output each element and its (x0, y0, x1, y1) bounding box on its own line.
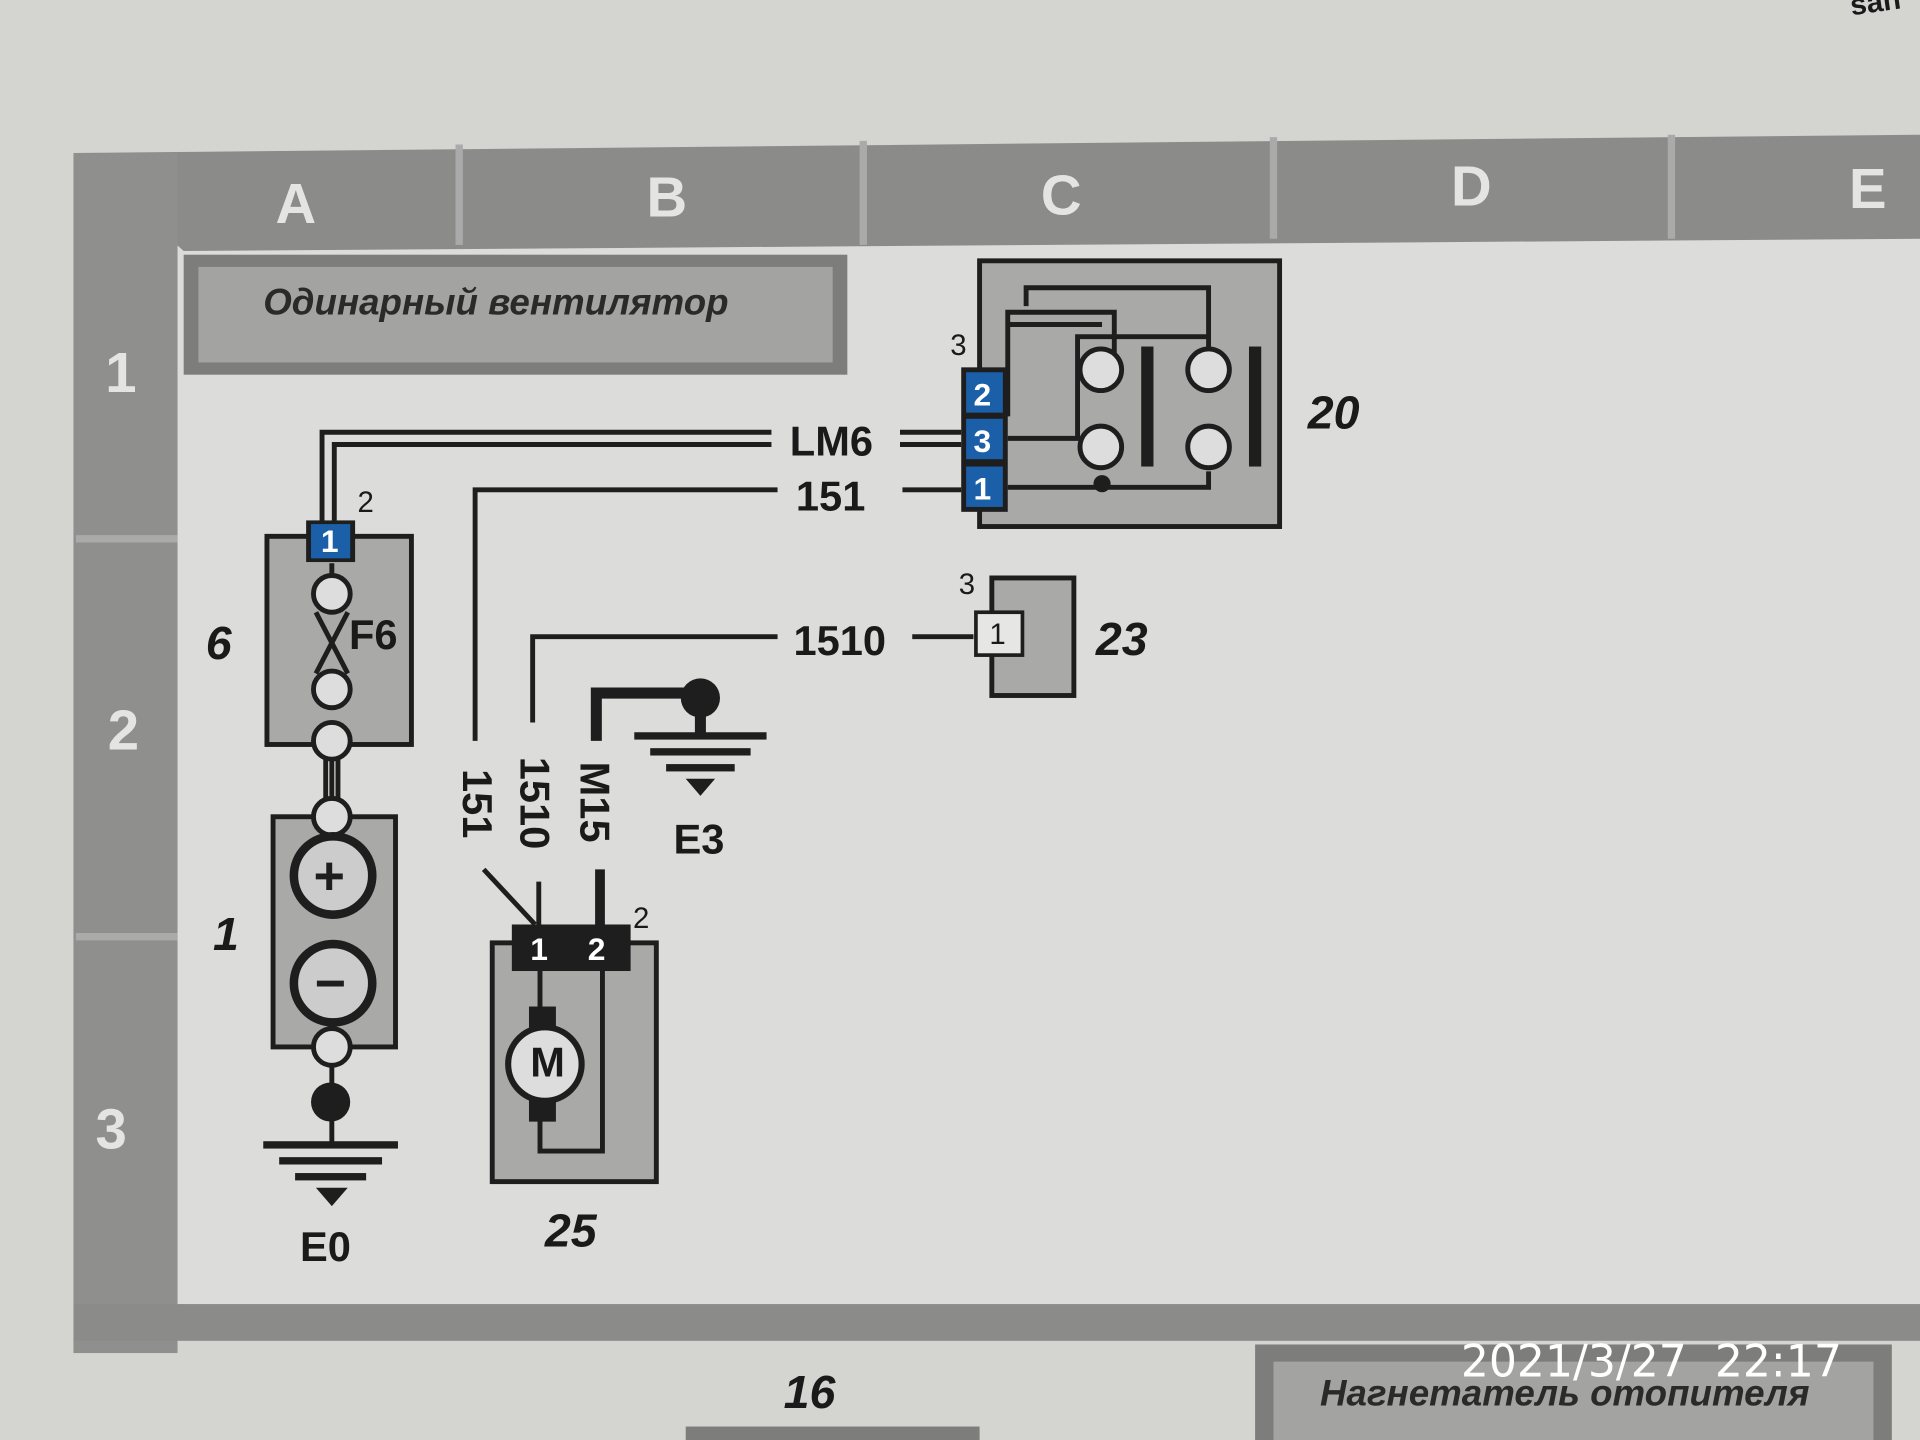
row-label-1: 1 (105, 341, 136, 404)
page-corner-text: san (1848, 0, 1903, 22)
column-label-d: D (1451, 155, 1492, 218)
frame-top (73, 134, 1920, 252)
sensor-connector-label: 3 (959, 568, 975, 601)
wire-label-151: 151 (796, 473, 865, 520)
photo-timestamp: 2021/3/27 22:17 (1461, 1336, 1842, 1387)
relay-pin-1: 1 (973, 471, 991, 507)
column-label-c: C (1041, 163, 1082, 226)
column-label-b: B (647, 166, 688, 229)
relay-connector-label: 3 (950, 329, 966, 362)
ground-e0-label: E0 (300, 1223, 351, 1270)
frame-bottom (73, 1304, 1920, 1341)
motor-connector-label: 2 (633, 902, 649, 935)
wire-label-lm6: LM6 (790, 418, 873, 465)
sensor-number: 23 (1095, 613, 1148, 665)
wire-label-1510: 1510 (793, 617, 886, 664)
battery-plus-label: + (313, 846, 344, 906)
motor-symbol: M (530, 1038, 565, 1085)
column-label-e: E (1849, 157, 1887, 220)
motor-pin-1: 1 (530, 931, 548, 967)
ground-e3-label: E3 (673, 815, 724, 862)
column-label-a: A (276, 172, 317, 235)
fuse-connector-label: 2 (358, 486, 374, 519)
relay-20 (977, 258, 1283, 529)
ground-e3-icon (590, 678, 767, 796)
fuse-pin-1: 1 (321, 523, 339, 559)
fuse-number: 6 (206, 617, 233, 669)
motor-number: 25 (544, 1205, 598, 1257)
relay-number: 20 (1307, 387, 1360, 439)
diagram-title: Одинарный вентилятор (263, 282, 728, 323)
ground-e0-icon (263, 1065, 398, 1207)
vertical-label-1510: 1510 (511, 757, 558, 850)
sensor-pin-1: 1 (989, 618, 1005, 651)
battery-plus-icon (289, 832, 377, 919)
battery-number: 1 (213, 908, 239, 960)
wire-1510 (530, 634, 974, 723)
wire-lm6 (319, 429, 772, 527)
motor-pin-2: 2 (588, 931, 606, 967)
wire-151 (472, 487, 962, 741)
vertical-label-m15: M15 (571, 762, 618, 843)
bottom-title: Нагнетатель отопителя (1320, 1373, 1809, 1414)
relay-pin-2: 2 (973, 376, 991, 412)
relay-pin-3: 3 (973, 423, 991, 459)
frame-left (73, 153, 178, 1354)
row-label-2: 2 (108, 698, 139, 761)
battery-minus-label: − (315, 954, 346, 1014)
motor-icon (505, 1024, 585, 1104)
bottom-number: 16 (784, 1366, 837, 1418)
row-label-3: 3 (96, 1098, 127, 1161)
fuse-label: F6 (349, 611, 398, 658)
vertical-label-151: 151 (454, 769, 501, 838)
battery-minus-icon (289, 939, 377, 1027)
